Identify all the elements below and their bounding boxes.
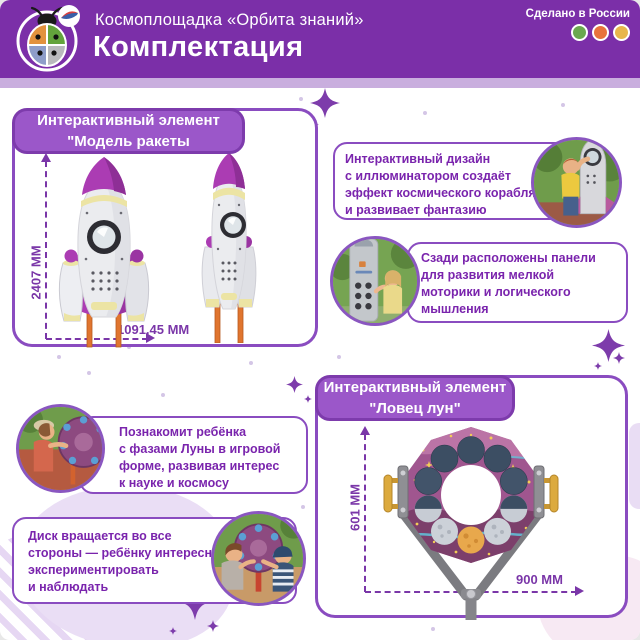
sparkle-star-icon bbox=[207, 620, 219, 632]
page-title: Комплектация bbox=[93, 31, 304, 63]
sparkle-star-icon bbox=[310, 88, 340, 118]
header-accent-strip bbox=[0, 78, 640, 88]
rocket-width-label: 1091,45 ММ bbox=[117, 322, 190, 337]
info-panel-moon-phases: Познакомит ребёнка с фазами Луны в игров… bbox=[79, 416, 308, 494]
arrow-right-icon bbox=[146, 333, 155, 343]
rocket-side-illustration bbox=[191, 151, 267, 343]
info-panel-design-text: Интерактивный дизайн с иллюминатором соз… bbox=[345, 152, 536, 217]
rocket-card-label: Интерактивный элемент "Модель ракеты bbox=[12, 108, 245, 154]
ladybug-logo-icon bbox=[14, 3, 82, 75]
made-in-russia-label: Сделано в России bbox=[525, 8, 630, 20]
photo-boy-at-rocket-porthole bbox=[531, 137, 622, 228]
rocket-front-illustration bbox=[51, 155, 157, 351]
sparkle-star-icon bbox=[304, 395, 312, 403]
height-dimension-line bbox=[364, 434, 366, 592]
header: Космоплощадка «Орбита знаний» Комплектац… bbox=[0, 0, 640, 78]
moon-catcher-disc-illustration bbox=[371, 420, 571, 620]
moon-catcher-card: Интерактивный элемент "Ловец лун" 601 ММ… bbox=[315, 375, 628, 620]
sparkle-star-icon bbox=[286, 376, 303, 393]
sparkle-star-icon bbox=[594, 362, 602, 370]
arrow-right-icon bbox=[575, 586, 584, 596]
moon-width-label: 900 ММ bbox=[516, 572, 563, 587]
right-edge-blob-decoration bbox=[629, 423, 640, 509]
yellow-dot-icon bbox=[613, 24, 630, 41]
photo-girl-at-activity-panel bbox=[330, 236, 420, 326]
sparkle-star-icon bbox=[592, 329, 625, 362]
height-dimension-line bbox=[45, 161, 47, 339]
rocket-model-card: Интерактивный элемент "Модель ракеты 240… bbox=[12, 108, 318, 348]
info-panel-moon-phases-text: Познакомит ребёнка с фазами Луны в игров… bbox=[119, 425, 281, 490]
sparkle-star-icon bbox=[169, 627, 177, 635]
arrow-up-icon bbox=[41, 153, 51, 162]
made-in-dots bbox=[526, 24, 630, 41]
sparkle-star-icon bbox=[613, 352, 625, 364]
header-subtitle: Космоплощадка «Орбита знаний» bbox=[95, 11, 364, 29]
info-panel-rear-text: Сзади расположены панели для развития ме… bbox=[421, 251, 596, 316]
arrow-up-icon bbox=[360, 426, 370, 435]
photo-girl-at-moon-disc bbox=[16, 404, 105, 493]
info-panel-disc-rotates-text: Диск вращается во все стороны — ребёнку … bbox=[28, 529, 220, 594]
moon-height-label: 601 ММ bbox=[347, 484, 363, 531]
made-in-russia-badge: Сделано в России bbox=[526, 8, 630, 41]
green-dot-icon bbox=[571, 24, 588, 41]
moon-card-label: Интерактивный элемент "Ловец лун" bbox=[315, 375, 515, 421]
photo-kids-at-moon-disc bbox=[211, 511, 306, 606]
width-dimension-line bbox=[46, 338, 148, 340]
orange-dot-icon bbox=[592, 24, 609, 41]
rocket-height-label: 2407 ММ bbox=[28, 245, 44, 300]
russia-flag-check-icon bbox=[58, 5, 80, 27]
info-panel-rear: Сзади расположены панели для развития ме… bbox=[407, 242, 628, 323]
